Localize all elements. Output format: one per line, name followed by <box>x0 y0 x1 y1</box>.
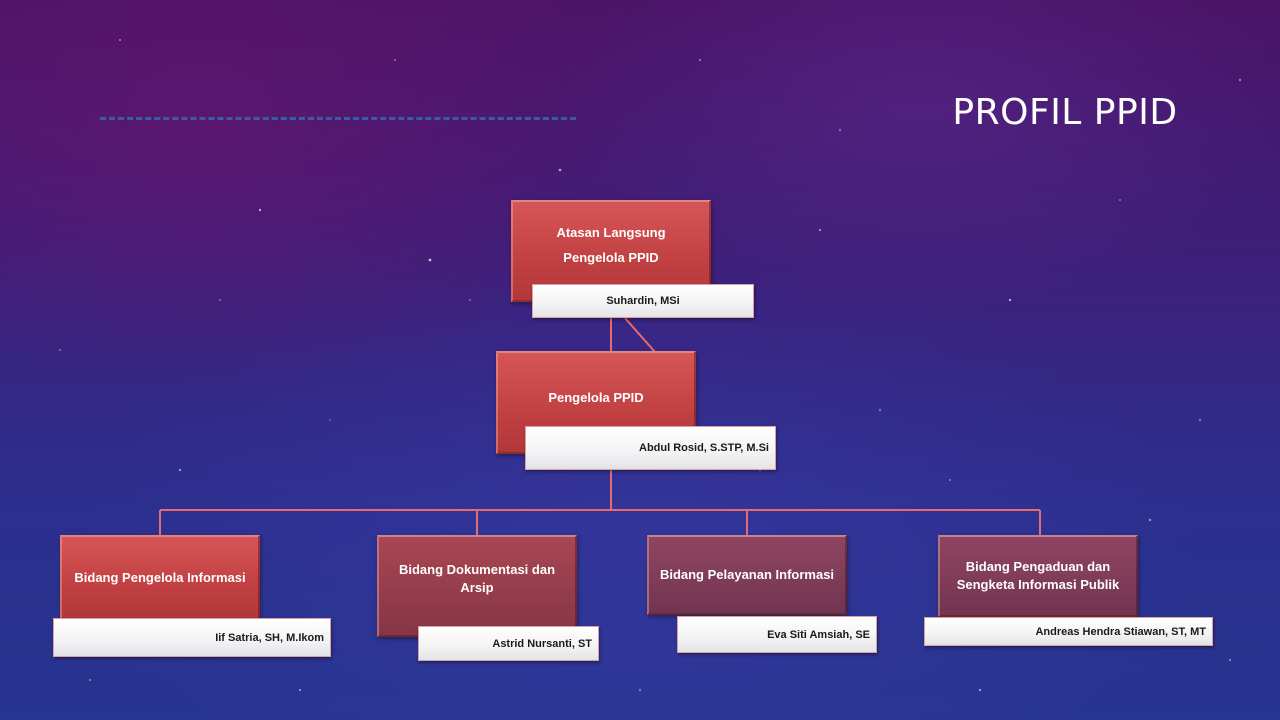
person-name: Abdul Rosid, S.STP, M.Si <box>639 442 769 454</box>
org-node-name-pengelola-ppid: Abdul Rosid, S.STP, M.Si <box>525 426 776 470</box>
person-name: Suhardin, MSi <box>606 295 680 307</box>
decorative-dashed-line <box>100 117 576 120</box>
org-node-name-division-3: Eva Siti Amsiah, SE <box>677 616 877 653</box>
org-node-name-division-1: Iif Satria, SH, M.Ikom <box>53 618 331 657</box>
page-title: PROFIL PPID <box>952 92 1178 133</box>
org-node-title: Bidang Pengaduan dan Sengketa Informasi … <box>956 559 1120 592</box>
person-name: Eva Siti Amsiah, SE <box>767 628 870 641</box>
person-name: Iif Satria, SH, M.Ikom <box>215 631 324 644</box>
org-node-title: Bidang Pelayanan Informasi <box>659 567 835 582</box>
org-node-division-pengaduan-sengketa[interactable]: Bidang Pengaduan dan Sengketa Informasi … <box>938 535 1138 617</box>
person-name: Andreas Hendra Stiawan, ST, MT <box>1035 625 1206 638</box>
org-node-title: Bidang Dokumentasi dan Arsip <box>398 562 556 595</box>
org-node-name-division-2: Astrid Nursanti, ST <box>418 626 599 661</box>
connector-diagonal <box>624 317 656 353</box>
org-node-name-atasan-langsung: Suhardin, MSi <box>532 284 754 318</box>
org-node-title-line2: Pengelola PPID <box>563 250 659 265</box>
org-node-division-pengelola-informasi[interactable]: Bidang Pengelola Informasi <box>60 535 260 620</box>
org-node-name-division-4: Andreas Hendra Stiawan, ST, MT <box>924 617 1213 646</box>
org-node-title: Bidang Pengelola Informasi <box>74 569 246 585</box>
org-node-division-pelayanan-informasi[interactable]: Bidang Pelayanan Informasi <box>647 535 847 615</box>
org-node-division-dokumentasi-arsip[interactable]: Bidang Dokumentasi dan Arsip <box>377 535 577 637</box>
person-name: Astrid Nursanti, ST <box>492 637 592 650</box>
org-node-title: Pengelola PPID <box>548 390 644 405</box>
org-node-title-line1: Atasan Langsung <box>556 225 666 240</box>
